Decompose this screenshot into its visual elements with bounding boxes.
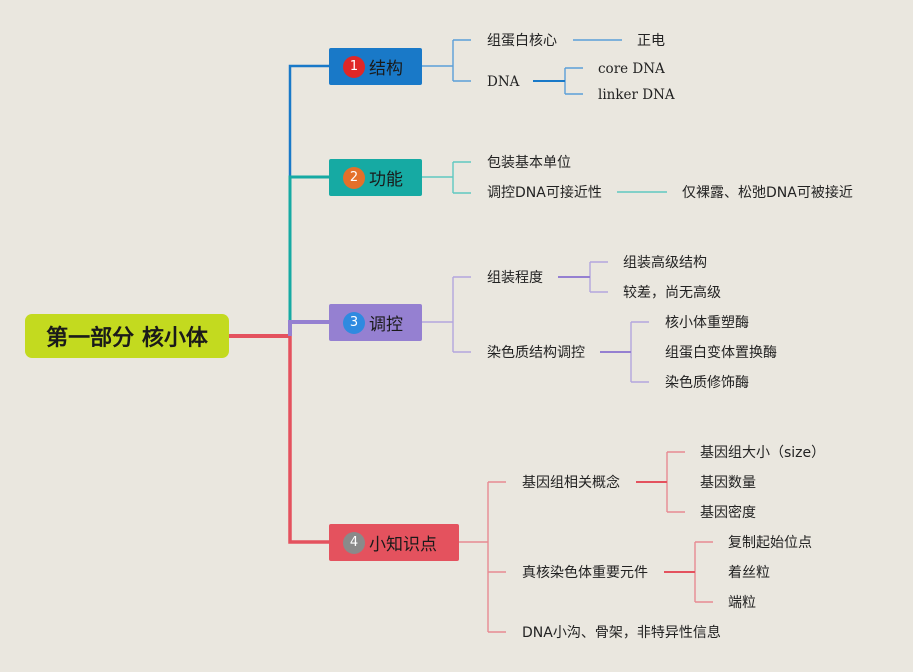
node-variant-exchange[interactable]: 组蛋白变体置换酶 — [665, 345, 777, 361]
node-remodeling-enzyme[interactable]: 核小体重塑酶 — [665, 315, 749, 331]
number-badge-icon: 2 — [343, 166, 365, 189]
node-genome-concepts[interactable]: 基因组相关概念 — [522, 475, 620, 491]
node-low-level[interactable]: 较差，尚无高级 — [623, 285, 721, 301]
node-modification-enzyme[interactable]: 染色质修饰酶 — [665, 375, 749, 391]
root-topic[interactable]: 第一部分 核小体 — [25, 314, 229, 358]
node-assembly-level[interactable]: 组装程度 — [487, 270, 543, 286]
node-linker-dna[interactable]: linker DNA — [598, 87, 675, 103]
branch-label: 功能 — [369, 170, 403, 190]
node-accessibility-note[interactable]: 仅裸露、松弛DNA可被接近 — [682, 185, 853, 201]
number-badge-icon: 4 — [343, 531, 365, 554]
node-genome-size[interactable]: 基因组大小（size） — [700, 445, 826, 461]
node-eukaryote-elements[interactable]: 真核染色体重要元件 — [522, 565, 648, 581]
node-accessibility[interactable]: 调控DNA可接近性 — [487, 185, 602, 201]
node-high-level-structure[interactable]: 组装高级结构 — [623, 255, 707, 271]
branch-regulation[interactable]: 3 调控 — [329, 304, 422, 341]
branch-label: 结构 — [369, 59, 403, 79]
number-badge-icon: 1 — [343, 55, 365, 78]
node-gene-density[interactable]: 基因密度 — [700, 505, 756, 521]
branch-knowledge[interactable]: 4 小知识点 — [329, 524, 459, 561]
node-telomere[interactable]: 端粒 — [728, 595, 756, 611]
node-groove-backbone[interactable]: DNA小沟、骨架，非特异性信息 — [522, 625, 721, 641]
node-replication-origin[interactable]: 复制起始位点 — [728, 535, 812, 551]
node-package-unit[interactable]: 包装基本单位 — [487, 155, 571, 171]
node-core-dna[interactable]: core DNA — [598, 61, 665, 77]
number-badge-icon: 3 — [343, 311, 365, 334]
node-chromatin-regulation[interactable]: 染色质结构调控 — [487, 345, 585, 361]
root-title: 第一部分 核小体 — [46, 326, 208, 351]
node-positive-charge[interactable]: 正电 — [637, 33, 665, 49]
node-centromere[interactable]: 着丝粒 — [728, 565, 770, 581]
branch-label: 小知识点 — [369, 535, 437, 555]
branch-label: 调控 — [369, 315, 403, 335]
branch-function[interactable]: 2 功能 — [329, 159, 422, 196]
node-histone-core[interactable]: 组蛋白核心 — [487, 33, 557, 49]
node-dna[interactable]: DNA — [487, 74, 520, 90]
branch-structure[interactable]: 1 结构 — [329, 48, 422, 85]
node-gene-number[interactable]: 基因数量 — [700, 475, 756, 491]
